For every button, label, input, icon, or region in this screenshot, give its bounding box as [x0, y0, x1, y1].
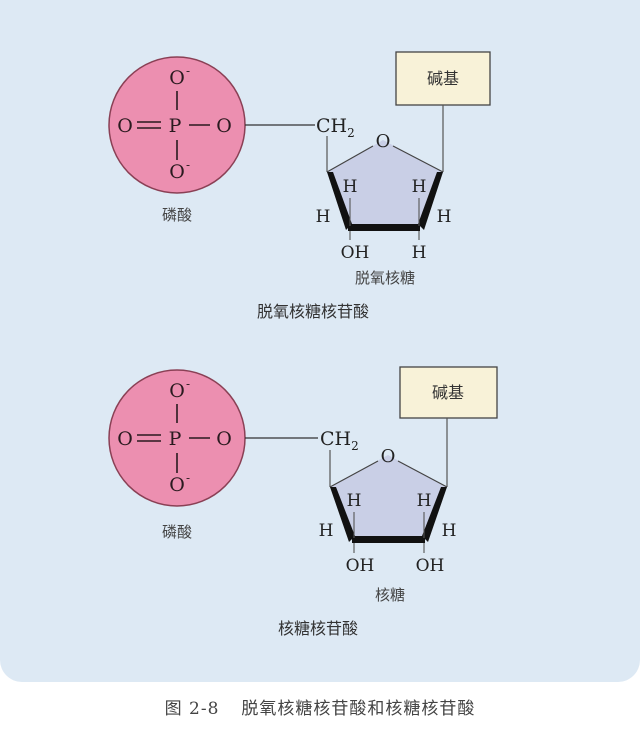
h-atom: H	[412, 177, 427, 197]
ch2-group: CH2	[316, 115, 355, 140]
ribose-ring: O	[329, 446, 448, 543]
charge: -	[186, 64, 190, 78]
nucleotide-label: 核糖核苷酸	[278, 619, 358, 638]
h-atom: H	[347, 491, 362, 511]
base-label: 碱基	[427, 69, 459, 88]
phosphate-bottom-o: O	[169, 474, 185, 496]
sugar-label: 核糖	[375, 586, 405, 604]
hydroxyl-group: OH	[341, 243, 370, 263]
phosphate-label: 磷酸	[162, 523, 192, 541]
h-atom: H	[319, 521, 334, 541]
phosphate-right-o: O	[216, 428, 232, 450]
h-atom: H	[412, 243, 427, 263]
ring-oxygen: O	[376, 131, 391, 152]
phosphate-top-o: O	[169, 67, 185, 89]
phosphate-right-o: O	[216, 115, 232, 137]
base-box	[399, 366, 498, 419]
ring-oxygen: O	[381, 446, 396, 467]
phosphate-bottom-o: O	[169, 161, 185, 183]
phosphate-left-o: O	[117, 428, 133, 450]
phosphate-label: 磷酸	[162, 206, 192, 224]
nucleotide-label: 脱氧核糖核苷酸	[257, 302, 369, 321]
phosphorus-atom: P	[169, 428, 182, 450]
phosphate-left-o: O	[117, 115, 133, 137]
ribonucleotide-structure: O - O P O O - 磷酸 CH2 碱基 O H	[108, 366, 498, 638]
deoxyribose-ring: O	[326, 131, 444, 231]
base-label: 碱基	[432, 383, 464, 402]
h-atom: H	[437, 207, 452, 227]
charge: -	[186, 471, 190, 485]
nucleotide-diagram: O - O P O O - 磷酸 CH2 碱基	[108, 51, 498, 638]
sugar-label: 脱氧核糖	[355, 269, 415, 287]
figure-title: 脱氧核糖核苷酸和核糖核苷酸	[241, 699, 476, 719]
phosphate-group: O - O P O O - 磷酸	[108, 56, 246, 224]
charge: -	[186, 377, 190, 391]
figure-panel	[0, 0, 640, 682]
charge: -	[186, 158, 190, 172]
h-atom: H	[316, 207, 331, 227]
h-atom: H	[442, 521, 457, 541]
phosphate-group: O - O P O O - 磷酸	[108, 369, 246, 541]
hydroxyl-group: OH	[346, 556, 375, 576]
h-atom: H	[417, 491, 432, 511]
ch2-group: CH2	[320, 428, 359, 453]
base-box	[395, 51, 491, 106]
phosphorus-atom: P	[169, 115, 182, 137]
phosphate-top-o: O	[169, 380, 185, 402]
figure-number: 图 2-8	[164, 699, 220, 719]
deoxyribonucleotide-structure: O - O P O O - 磷酸 CH2 碱基	[108, 51, 491, 321]
h-atom: H	[343, 177, 358, 197]
figure-caption: 图 2-8 脱氧核糖核苷酸和核糖核苷酸	[0, 682, 640, 731]
hydroxyl-group: OH	[416, 556, 445, 576]
